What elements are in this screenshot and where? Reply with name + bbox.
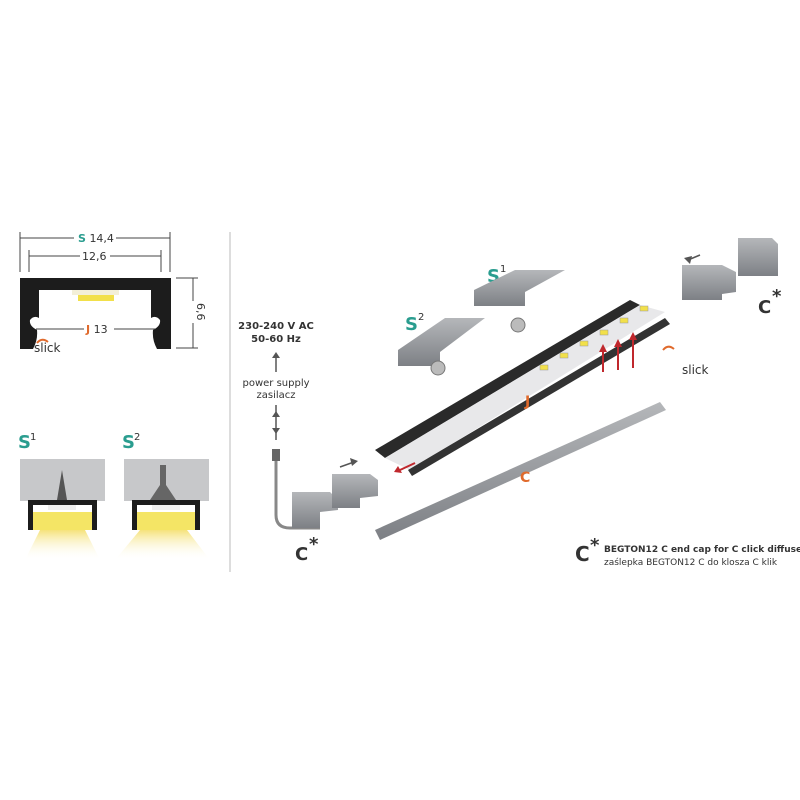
screw-icon (510, 317, 526, 333)
led-chips (539, 305, 649, 371)
mounting-s2: S 2 (115, 432, 210, 560)
screw-icon (430, 360, 446, 376)
dimension-bottom-width: 13 (94, 323, 108, 336)
power-supply-label: power supply (242, 378, 309, 389)
power-cable (274, 458, 320, 530)
end-cap (682, 265, 736, 300)
end-cap-label-left: C (295, 544, 308, 565)
dimension-height: 6,6 (194, 303, 207, 321)
legend-text-pl: zaślepka BEGTON12 C do klosza C klik (604, 557, 778, 568)
voltage-label: 230-240 V AC (238, 321, 314, 332)
svg-text:1: 1 (30, 432, 36, 443)
svg-text:J 13: J 13 (85, 323, 108, 336)
frequency-label: 50-60 Hz (251, 334, 301, 345)
aluminium-profile-shape (20, 278, 171, 349)
svg-text:*: * (309, 534, 319, 555)
legend-symbol: C (575, 542, 590, 566)
light-beam (115, 530, 210, 560)
svg-text:1: 1 (500, 264, 506, 275)
end-cap-c (738, 238, 778, 276)
svg-text:2: 2 (418, 312, 424, 323)
led-strip (385, 305, 665, 470)
slick-logo-arc (36, 338, 49, 344)
led-strip-base (72, 290, 119, 295)
dimension-inner-width: 12,6 (82, 250, 107, 263)
dimension-label-j: J (85, 323, 90, 336)
dimension-outer-width: 14,4 (89, 232, 114, 245)
arrow-icon (394, 466, 402, 473)
legend-text-en: BEGTON12 C end cap for C click diffuser (604, 545, 800, 555)
cable-connector (272, 449, 280, 461)
svg-text:S: S (405, 314, 418, 335)
arrow-icon (350, 458, 358, 466)
power-supply-label-pl: zasilacz (256, 390, 295, 401)
svg-text:*: * (590, 535, 600, 556)
end-cap (332, 474, 378, 508)
mounting-bracket-s2 (398, 318, 485, 366)
arrow-icon (684, 256, 692, 264)
svg-text:2: 2 (134, 432, 140, 443)
svg-text:S: S (18, 432, 31, 453)
svg-text:S: S (122, 432, 135, 453)
diffuser-c (375, 402, 666, 540)
mounting-clip-icon (150, 465, 176, 500)
slick-logo: slick (682, 363, 709, 377)
mounting-bracket-s1 (474, 270, 565, 306)
profile-j-label: J (524, 394, 530, 410)
profile-cross-section: S 14,4 12,6 J 13 6,6 slick (19, 229, 207, 355)
profile-j (375, 300, 640, 458)
insert-arrows-icon (602, 338, 634, 372)
screw-icon (57, 470, 67, 500)
svg-text:S 14,4: S 14,4 (78, 232, 114, 245)
diffuser-c-label: C (520, 470, 530, 486)
end-cap-c (292, 492, 338, 528)
end-cap-legend: C * BEGTON12 C end cap for C click diffu… (575, 535, 800, 568)
exploded-view: 230-240 V AC 50-60 Hz power supply zasil… (238, 238, 782, 565)
dimension-label-s: S (78, 232, 86, 245)
slick-logo: slick (34, 341, 61, 355)
end-cap-label-right: C (758, 297, 771, 318)
led-chip (78, 295, 114, 301)
svg-text:*: * (772, 286, 782, 307)
mounting-s1: S 1 (18, 432, 105, 560)
light-beam (25, 530, 100, 560)
